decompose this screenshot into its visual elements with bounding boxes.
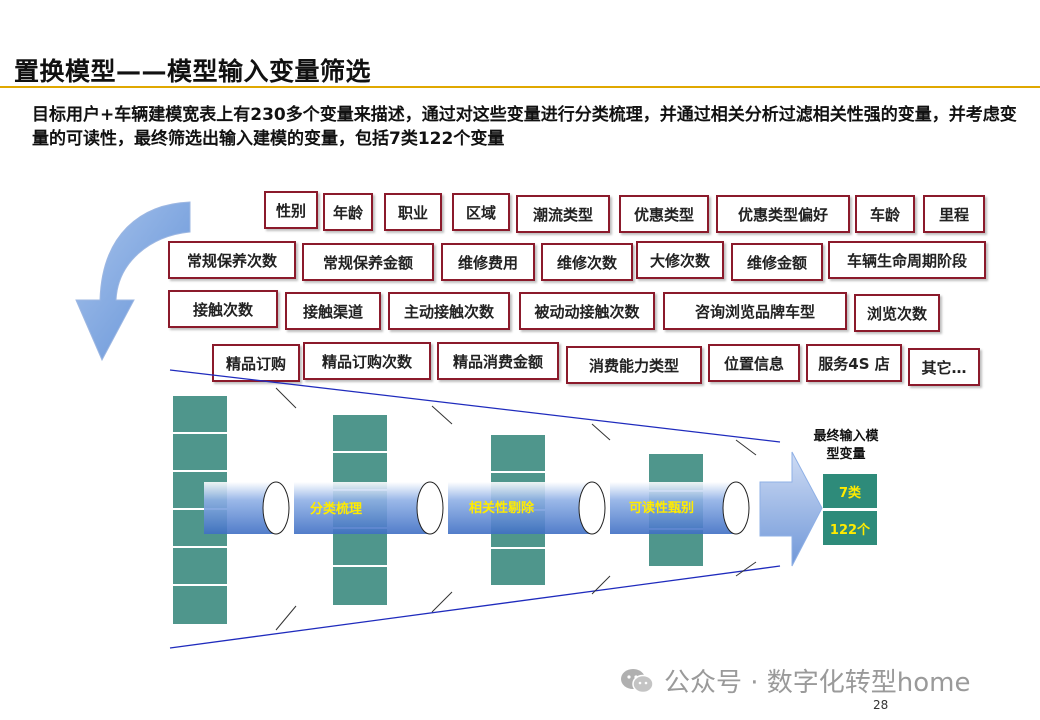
variable-tag: 车龄 — [855, 195, 915, 233]
final-count-box: 122个 — [823, 511, 877, 545]
variable-tag: 浏览次数 — [854, 294, 940, 332]
funnel-top-line — [169, 369, 781, 443]
variable-tag: 潮流类型 — [516, 195, 610, 233]
filter-dotted-lines — [275, 387, 757, 631]
variable-tag: 年龄 — [323, 193, 373, 231]
variable-tag: 被动动接触次数 — [519, 292, 655, 330]
variable-tag: 接触渠道 — [285, 292, 381, 330]
variable-tag: 位置信息 — [708, 344, 800, 382]
pipe-segment-4 — [610, 481, 750, 535]
variable-tag: 咨询浏览品牌车型 — [663, 292, 847, 330]
pipe-segment-3 — [448, 481, 606, 535]
variable-tag: 优惠类型偏好 — [716, 195, 850, 233]
variable-tag: 维修费用 — [441, 243, 535, 281]
watermark-text: 公众号 · 数字化转型home — [664, 668, 971, 698]
stage-label-readability: 可读性甄别 — [629, 501, 695, 516]
variable-tag: 接触次数 — [168, 290, 278, 328]
final-variables-label: 最终输入模型变量 — [813, 429, 879, 462]
variable-tag: 主动接触次数 — [388, 292, 510, 330]
variable-tag: 其它… — [908, 348, 980, 386]
pipe-segment-1 — [204, 481, 290, 535]
variable-tag: 常规保养金额 — [302, 243, 434, 281]
variable-tag: 性别 — [264, 191, 318, 229]
variable-tag: 区域 — [452, 193, 510, 231]
description-text: 目标用户+车辆建模宽表上有230多个变量来描述，通过对这些变量进行分类梳理，并通… — [32, 105, 1017, 149]
pipe-segment-2 — [294, 481, 444, 535]
watermark: 公众号 · 数字化转型home — [620, 662, 971, 699]
variable-tag: 大修次数 — [636, 241, 724, 279]
funnel-bottom-line — [169, 565, 781, 649]
variable-tag: 服务4S 店 — [806, 344, 902, 382]
variable-tag: 精品订购 — [212, 344, 300, 382]
variable-tag: 职业 — [384, 193, 442, 231]
variable-tag: 里程 — [923, 195, 985, 233]
variable-tag: 优惠类型 — [619, 195, 709, 233]
variable-tag: 维修次数 — [541, 243, 633, 281]
title-divider — [0, 86, 1040, 88]
wechat-icon — [621, 668, 654, 693]
page-title: 置换模型——模型输入变量筛选 — [14, 57, 372, 86]
final-categories-box: 7类 — [823, 474, 877, 508]
curved-arrow-icon — [75, 201, 191, 362]
stage-label-classify: 分类梳理 — [310, 502, 363, 517]
output-arrow-icon — [759, 451, 823, 567]
stage-label-correlation: 相关性剔除 — [469, 501, 535, 516]
variable-tag: 维修金额 — [731, 243, 823, 281]
page-number: 28 — [873, 698, 889, 712]
variable-tag: 消费能力类型 — [566, 346, 702, 384]
variable-tag: 精品消费金额 — [437, 342, 559, 380]
variable-tag: 精品订购次数 — [303, 342, 431, 380]
variable-tag: 车辆生命周期阶段 — [828, 241, 986, 279]
variable-tag: 常规保养次数 — [168, 241, 296, 279]
